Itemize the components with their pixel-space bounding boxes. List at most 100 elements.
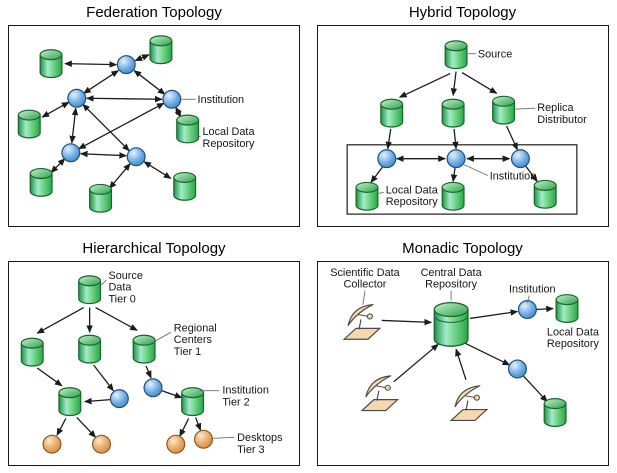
arrow xyxy=(95,306,138,331)
repository-cylinder-icon xyxy=(441,181,465,211)
institution-label: Institution xyxy=(198,94,245,106)
tier0-label-line3: Tier 0 xyxy=(108,293,135,305)
institution-group-box xyxy=(346,143,577,215)
hybrid-title: Hybrid Topology xyxy=(408,4,517,21)
tier1-label-line3: Tier 1 xyxy=(174,346,201,358)
tier2-label-line1: Institution xyxy=(222,384,269,396)
satellite-dish-icon xyxy=(343,303,380,340)
source-cylinder-icon xyxy=(444,39,468,69)
institution-node xyxy=(510,148,530,168)
arrow xyxy=(78,102,165,149)
arrow xyxy=(82,103,130,151)
arrow xyxy=(143,160,172,179)
panel-hierarchical: Hierarchical Topology xyxy=(0,236,308,473)
monadic-diagram: Scientific Data Collector Central Data R… xyxy=(316,260,609,466)
hierarchical-diagram: Source Data Tier 0 Regional Centers Tier… xyxy=(8,260,300,466)
hybrid-label-leaders xyxy=(378,52,535,194)
institution-label: Institution xyxy=(489,170,536,182)
arrow xyxy=(133,69,166,95)
institution-node xyxy=(517,299,537,319)
replica-cylinder-icon xyxy=(379,98,403,128)
arrow xyxy=(392,343,439,382)
institution-label: Institution xyxy=(509,283,556,295)
repository-cylinder-icon xyxy=(89,183,113,213)
institution-cylinder-icon xyxy=(58,386,82,416)
regional-cylinder-icon xyxy=(78,334,102,364)
arrow xyxy=(450,70,457,96)
arrow xyxy=(36,366,63,386)
panel-hybrid: Hybrid Topology xyxy=(308,0,617,236)
repository-cylinder-icon xyxy=(173,171,197,201)
monadic-arrows xyxy=(381,305,554,402)
replica-cylinder-icon xyxy=(491,95,515,125)
local-repository-label-line2: Repository xyxy=(203,137,256,149)
arrow xyxy=(76,416,97,438)
institution-node xyxy=(162,89,182,109)
tier3-label-line2: Tier 3 xyxy=(237,444,264,456)
arrow xyxy=(469,308,518,319)
monadic-label-leaders xyxy=(362,290,530,305)
arrow xyxy=(108,162,131,189)
arrow xyxy=(36,306,85,334)
central-label-line2: Repository xyxy=(425,278,478,290)
arrow xyxy=(134,53,150,61)
institution-node xyxy=(109,388,129,408)
federation-labels: Institution Local Data Repository xyxy=(198,94,256,150)
arrow xyxy=(369,165,383,183)
source-cylinder-icon xyxy=(78,274,102,304)
local-repository-label-line1: Local Data xyxy=(385,184,438,196)
replica-label-line1: Replica xyxy=(537,102,574,114)
tier1-label-line1: Regional xyxy=(174,322,217,334)
repository-cylinder-icon xyxy=(17,109,41,138)
institution-node xyxy=(446,148,466,168)
repository-cylinder-icon xyxy=(354,181,378,211)
regional-cylinder-icon xyxy=(20,337,44,367)
arrow xyxy=(194,416,202,431)
institution-node xyxy=(67,88,87,108)
monadic-labels: Scientific Data Collector Central Data R… xyxy=(330,266,600,349)
arrow xyxy=(450,166,457,182)
leader-line xyxy=(378,191,384,194)
arrow xyxy=(535,305,554,312)
repository-cylinder-icon xyxy=(554,293,578,323)
arrow xyxy=(50,157,66,173)
hierarchical-label-leaders xyxy=(101,279,235,439)
arrow xyxy=(451,128,459,150)
institution-node xyxy=(507,358,527,378)
federation-nodes xyxy=(17,34,200,213)
local-repository-label-line1: Local Data xyxy=(203,125,256,137)
tier1-label-line2: Centers xyxy=(174,334,213,346)
central-label-line1: Central Data xyxy=(420,266,482,278)
arrow xyxy=(179,417,190,437)
replica-cylinder-icon xyxy=(441,98,465,128)
arrow xyxy=(398,72,450,98)
institution-cylinder-icon xyxy=(181,386,205,416)
repository-cylinder-icon xyxy=(543,397,567,427)
hierarchical-labels: Source Data Tier 0 Regional Centers Tier… xyxy=(108,269,283,455)
hybrid-diagram: Source Replica Distributor Institution L… xyxy=(316,24,609,227)
satellite-dish-icon xyxy=(360,374,398,411)
hierarchical-title: Hierarchical Topology xyxy=(82,240,226,257)
institution-node xyxy=(126,146,146,166)
arrow xyxy=(381,318,432,325)
local-repository-label-line2: Repository xyxy=(385,196,438,208)
arrow xyxy=(522,374,548,402)
leader-line xyxy=(362,290,365,305)
arrow xyxy=(64,60,118,68)
repository-cylinder-icon xyxy=(176,114,200,143)
arrow xyxy=(161,389,183,398)
leader-line xyxy=(213,436,235,439)
source-label: Source xyxy=(477,48,511,60)
tier2-label-line2: Tier 2 xyxy=(222,396,249,408)
repository-cylinder-icon xyxy=(39,48,63,78)
arrow xyxy=(385,128,392,150)
hierarchical-arrows xyxy=(36,306,202,438)
arrow xyxy=(79,150,128,159)
monadic-title: Monadic Topology xyxy=(402,240,523,257)
tier3-label-line1: Desktops xyxy=(237,432,283,444)
tier0-label-line1: Source xyxy=(108,269,142,281)
leader-line xyxy=(526,295,530,303)
arrow xyxy=(174,105,182,118)
tier0-label-line2: Data xyxy=(108,281,132,293)
